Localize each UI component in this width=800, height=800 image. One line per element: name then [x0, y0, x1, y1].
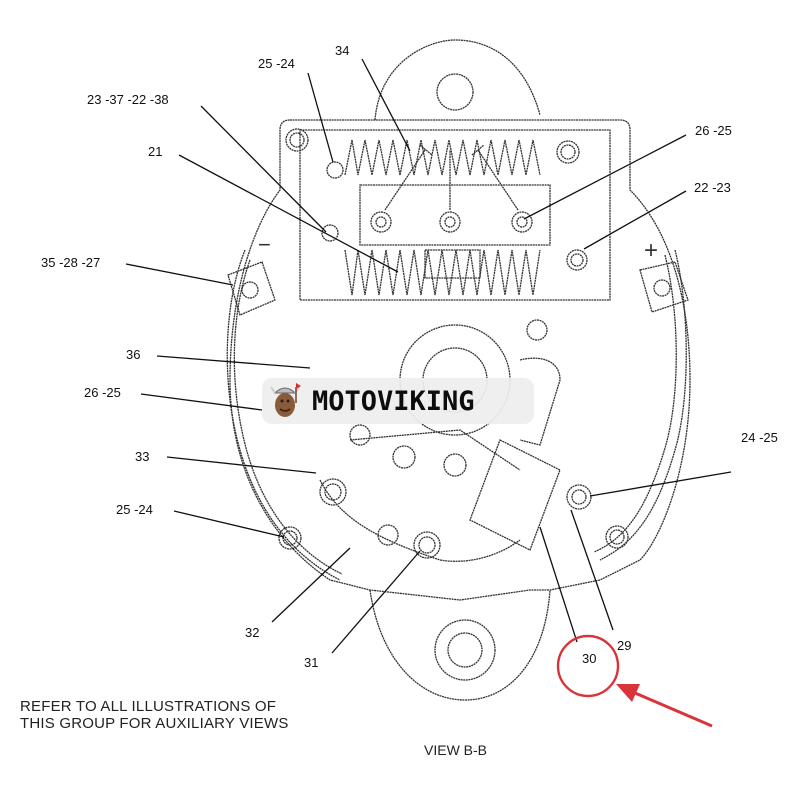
- callout-32: 32: [245, 625, 260, 640]
- view-title: VIEW B-B: [424, 742, 488, 758]
- leader-23-37-22-38: [200, 105, 327, 233]
- top-mount-ear: [374, 39, 541, 121]
- housing-outline: [229, 119, 691, 601]
- leader-25-24-top: [307, 72, 334, 163]
- leader-30: [539, 526, 578, 643]
- leader-35-28-27: [125, 263, 234, 286]
- leader-26-25-left: [140, 393, 263, 411]
- callout-35-28-27: 35 -28 -27: [41, 255, 101, 270]
- viking-mascot-icon: [270, 383, 301, 417]
- positive-terminal: [639, 261, 689, 313]
- leader-33: [166, 456, 317, 474]
- reference-note-line-2: THIS GROUP FOR AUXILIARY VIEWS: [20, 715, 289, 732]
- highlight-arrow-head: [616, 684, 640, 702]
- callout-22-23: 22 -23: [694, 180, 731, 195]
- watermark-badge: MOTOVIKING: [262, 378, 534, 424]
- top-mount-hole: [436, 73, 474, 111]
- bottom-mount-ear: [369, 589, 551, 701]
- callout-23-37-22-38: 23 -37 -22 -38: [87, 92, 169, 107]
- callout-36: 36: [126, 347, 141, 362]
- callout-26-25-right: 26 -25: [695, 123, 732, 138]
- callout-31: 31: [304, 655, 319, 670]
- heat-sink-fins-bottom: [344, 249, 541, 296]
- watermark-text: MOTOVIKING: [312, 385, 475, 417]
- housing-left-rim: [226, 249, 341, 581]
- diode-block: [359, 184, 551, 246]
- callout-24-25: 24 -25: [741, 430, 778, 445]
- reference-note: REFER TO ALL ILLUSTRATIONS OF THIS GROUP…: [20, 698, 289, 732]
- leader-31: [331, 550, 421, 654]
- leader-26-25-right: [523, 134, 687, 220]
- leader-34: [361, 58, 411, 152]
- heat-sink-fins-top: [344, 139, 541, 176]
- leader-22-23: [583, 190, 687, 250]
- callout-33: 33: [135, 449, 150, 464]
- callout-25-24-left: 25 -24: [116, 502, 153, 517]
- highlight-arrow-shaft: [627, 688, 713, 728]
- callout-26-25-left: 26 -25: [84, 385, 121, 400]
- reference-note-line-1: REFER TO ALL ILLUSTRATIONS OF: [20, 698, 277, 715]
- plus-symbol: +: [644, 237, 658, 264]
- leader-25-24-left: [173, 510, 285, 538]
- callout-34: 34: [335, 43, 350, 58]
- negative-terminal: [227, 261, 276, 316]
- leader-36: [156, 355, 311, 369]
- leader-21: [178, 154, 399, 273]
- leader-29: [570, 509, 614, 631]
- capacitor: [469, 439, 561, 551]
- callout-25-24-top: 25 -24: [258, 56, 295, 71]
- callout-29: 29: [617, 638, 632, 653]
- rectifier-plate: [299, 129, 611, 301]
- callout-21: 21: [148, 144, 163, 159]
- leader-32: [271, 547, 351, 623]
- callout-30: 30: [582, 651, 597, 666]
- minus-symbol: −: [258, 232, 271, 257]
- leader-24-25: [589, 471, 732, 497]
- highlight-circle: [556, 634, 620, 698]
